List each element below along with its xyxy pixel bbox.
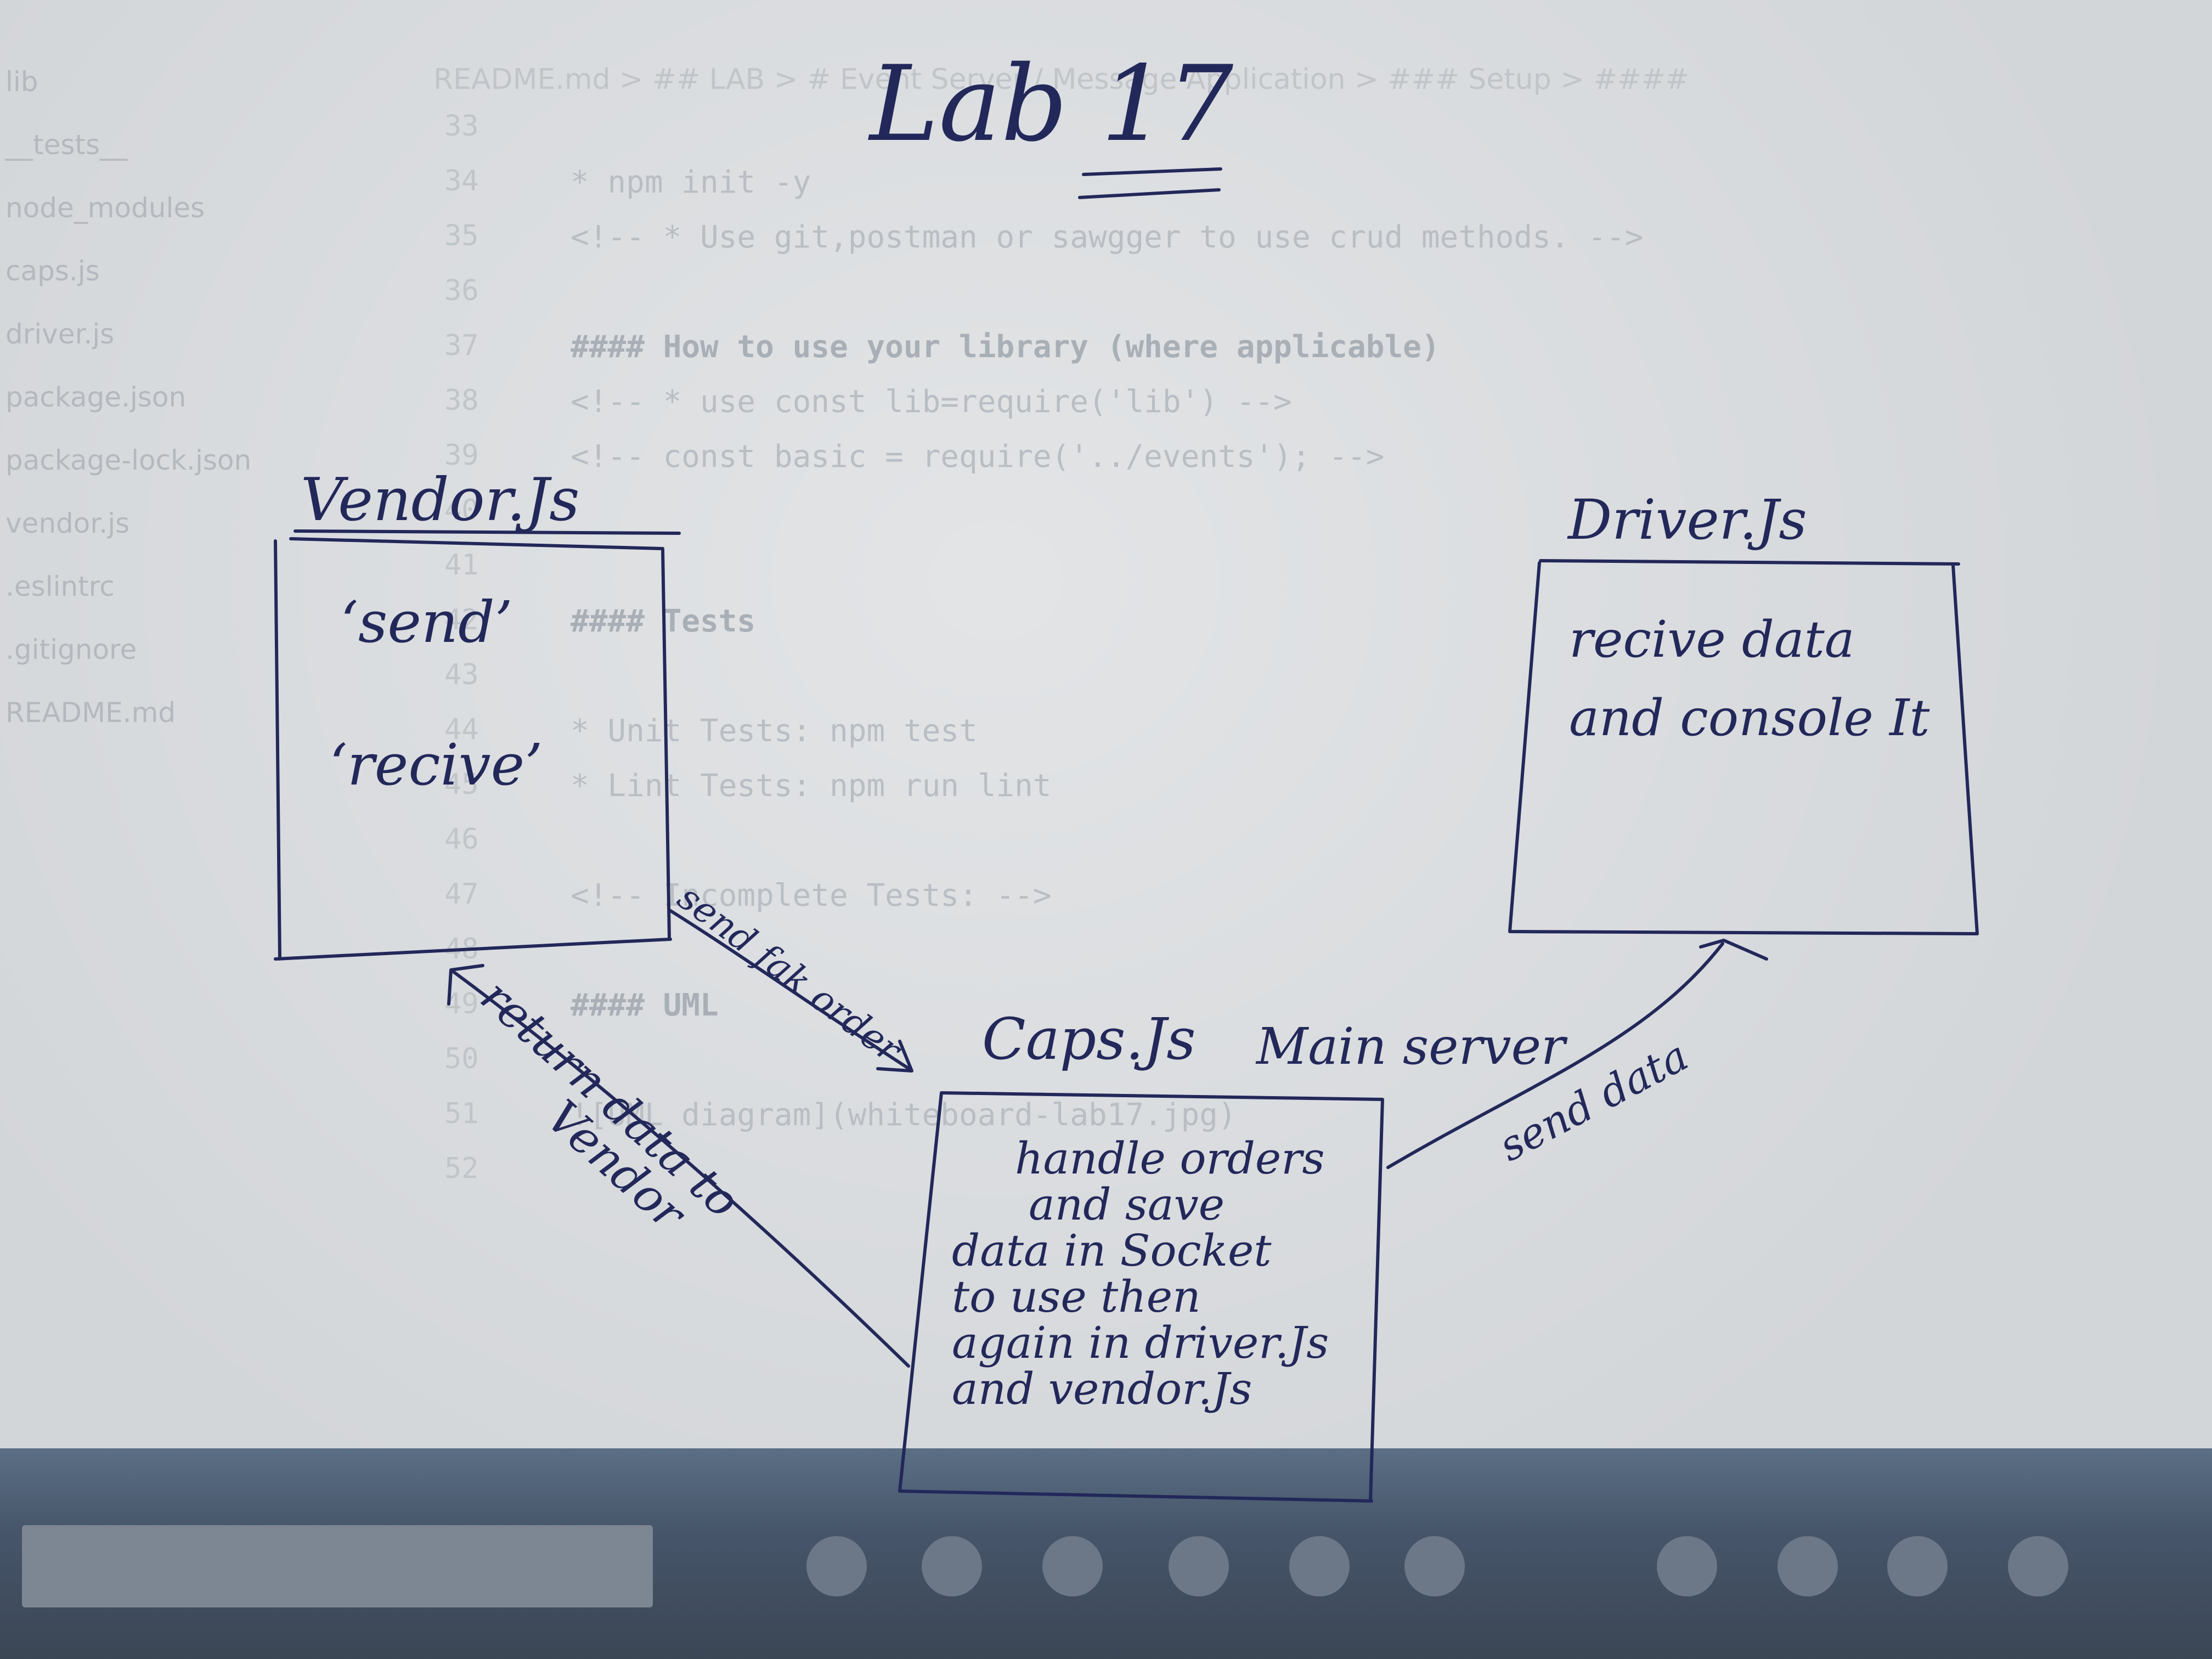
sidebar-file-item[interactable]: package.json [5,381,187,413]
code-line-number: 37 [444,329,479,362]
caps-description-line: and save [1029,1179,1225,1230]
code-line: <!-- * use const lib=require('lib') --> [571,384,1292,420]
code-line-number: 38 [444,384,479,417]
caps-description-line: and vendor.Js [952,1363,1252,1414]
sidebar-file-item[interactable]: vendor.js [5,507,130,539]
caps-description-line: again in driver.Js [952,1317,1329,1368]
taskview-icon[interactable] [806,1536,867,1596]
code-line: * Unit Tests: npm test [571,713,978,749]
sidebar-file-item[interactable]: lib [5,66,38,98]
code-line: <!-- const basic = require('../events');… [571,439,1385,475]
code-line: #### How to use your library (where appl… [571,329,1440,365]
driver-description-line: recive data [1569,610,1855,669]
code-line-number: 46 [444,823,479,856]
office-icon[interactable] [1887,1536,1948,1596]
folder-icon[interactable] [1169,1536,1229,1596]
settings-icon[interactable] [2008,1536,2068,1596]
code-line: #### UML [571,988,719,1023]
code-line: ![UML diagram](whiteboard-lab17.jpg) [571,1097,1237,1133]
vendor-event-recive: ‘recive’ [329,731,543,798]
code-line-number: 41 [444,549,479,582]
photos-icon[interactable] [1778,1536,1838,1596]
sidebar-file-item[interactable]: .gitignore [5,634,137,665]
arrow-vendor-to-caps [669,909,913,1073]
code-line: * Lint Tests: npm run lint [571,768,1052,804]
app-icon[interactable] [1404,1536,1465,1596]
code-line-number: 36 [444,274,479,307]
code-line-number: 39 [444,439,479,472]
driver-description-line: and console It [1569,688,1930,747]
caps-box [898,1091,1384,1503]
caps-description-line: data in Socket [952,1225,1272,1276]
caps-description-line: handle orders [1015,1133,1325,1184]
sidebar-file-item[interactable]: caps.js [5,255,100,287]
edge-icon[interactable] [922,1536,982,1596]
taskbar-search[interactable] [22,1525,653,1607]
code-line-number: 44 [444,713,479,746]
code-line-number: 47 [444,878,479,911]
caps-description: handle orders and save data in Socket to… [952,1136,1329,1412]
code-line-number: 43 [444,658,479,691]
code-line-number: 52 [444,1152,479,1185]
taskbar [0,1448,2212,1659]
vendor-event-send: ‘send’ [340,589,513,656]
code-line: * npm init -y [571,165,811,200]
code-editor: 33 34 * npm init -y 35 <!-- * Use git,postma… [433,0,2212,1426]
code-line-number: 50 [444,1042,479,1075]
code-line-number: 40 [444,494,479,527]
code-line-number: 35 [444,219,479,252]
code-line-number: 45 [444,768,479,801]
sidebar-file-item[interactable]: driver.js [5,318,115,350]
diagram-title: Lab 17 [870,43,1234,165]
driver-label: Driver.Js [1568,488,1807,552]
vendor-label: Vendor.Js [301,466,580,534]
caps-label: Caps.Js [982,1006,1196,1073]
file-explorer-sidebar: lib __tests__ node_modules caps.js driver.js… [0,0,340,1426]
chrome-icon[interactable] [1289,1536,1350,1596]
store-icon[interactable] [1042,1536,1103,1596]
arrow-caps-to-driver [1386,939,1768,1169]
arrow-caps-to-vendor [447,964,910,1368]
code-line-number: 34 [444,165,479,198]
driver-description: recive data and console It [1569,601,1929,757]
sidebar-file-item[interactable]: README.md [5,697,176,729]
editor-breadcrumb: README.md > ## LAB > # Event Server / Me… [433,63,1689,96]
code-line: <!-- * Use git,postman or sawgger to use… [571,219,1644,255]
code-line-number: 33 [444,110,479,143]
driver-box [1508,559,1979,935]
title-underline [1078,167,1222,199]
caps-description-line: to use then [952,1271,1201,1322]
sidebar-file-item[interactable]: package-lock.json [5,444,252,476]
mail-icon[interactable] [1657,1536,1717,1596]
sidebar-file-item[interactable]: __tests__ [5,129,128,161]
sidebar-file-item[interactable]: node_modules [5,192,205,224]
code-line-number: 42 [444,603,479,636]
code-line: <!-- Incomplete Tests: --> [571,878,1052,913]
vendor-box [274,529,681,961]
sidebar-file-item[interactable]: .eslintrc [5,571,115,602]
caps-sublabel: Main server [1256,1017,1566,1076]
code-line-number: 51 [444,1097,479,1130]
